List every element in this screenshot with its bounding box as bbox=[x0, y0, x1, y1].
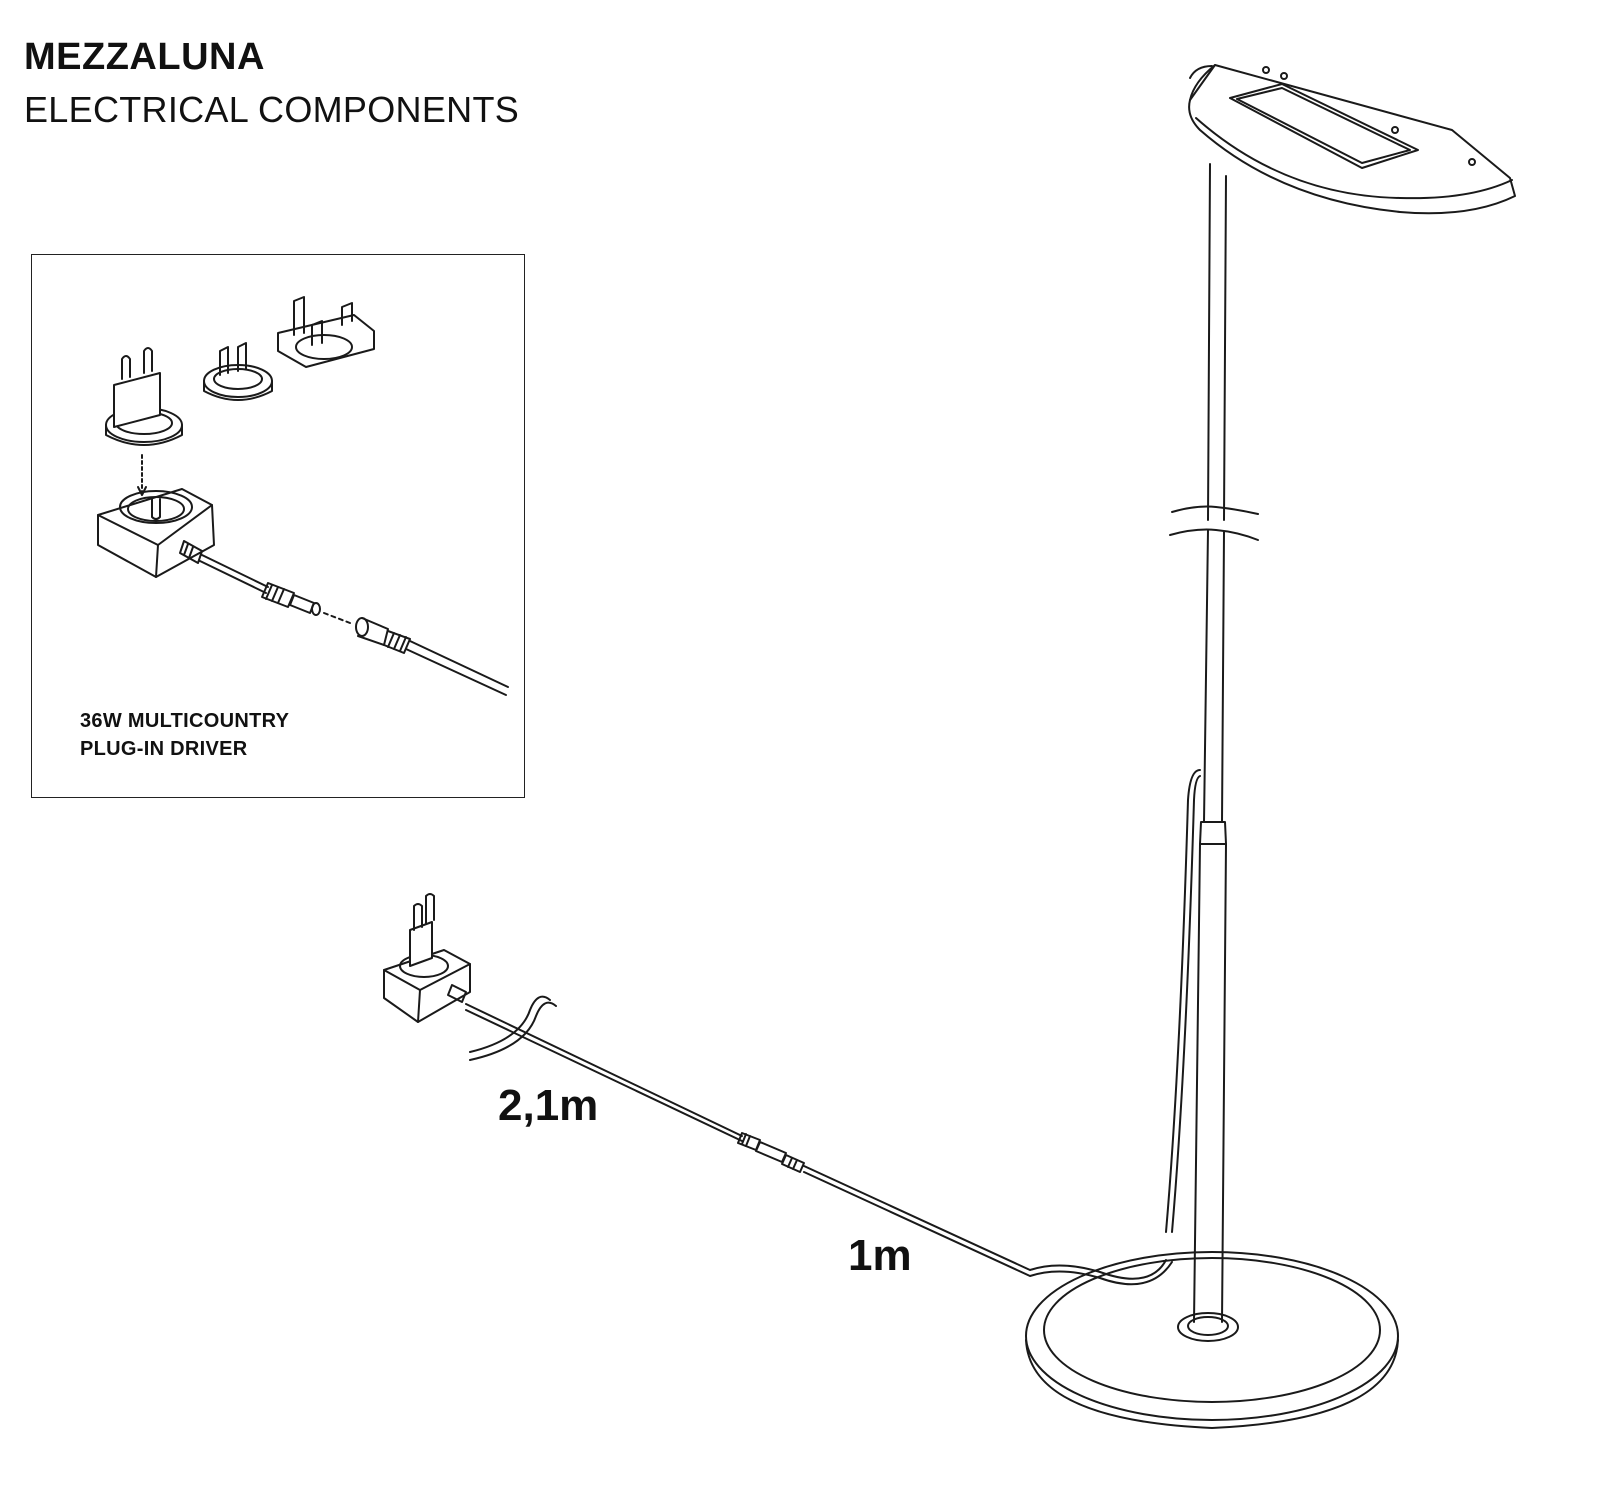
eu-plug-adapter bbox=[106, 348, 182, 445]
lamp-stem-upper bbox=[1170, 164, 1258, 822]
female-dc-connector bbox=[356, 618, 410, 653]
lamp-base bbox=[1026, 1252, 1398, 1428]
plug-in-driver bbox=[98, 489, 214, 577]
stem-cable bbox=[1166, 770, 1200, 1232]
page-title: MEZZALUNA bbox=[24, 36, 265, 78]
driver-inset-panel: 36W MULTICOUNTRY PLUG-IN DRIVER bbox=[31, 254, 525, 798]
driver-small bbox=[384, 894, 470, 1022]
inline-connector bbox=[738, 1133, 804, 1172]
floor-cable bbox=[466, 1004, 1166, 1279]
lamp-cable-length: 1m bbox=[848, 1231, 912, 1280]
driver-label-line2: PLUG-IN DRIVER bbox=[80, 738, 248, 760]
uk-plug-adapter bbox=[278, 297, 374, 367]
lamp-stem-lower bbox=[1194, 822, 1226, 1322]
page-subtitle: ELECTRICAL COMPONENTS bbox=[24, 89, 520, 130]
male-dc-connector bbox=[262, 583, 320, 615]
driver-inset-drawing bbox=[32, 255, 526, 799]
driver-label-line1: 36W MULTICOUNTRY bbox=[80, 710, 290, 732]
driver-cable-length: 2,1m bbox=[498, 1081, 599, 1130]
lamp-head bbox=[1189, 65, 1515, 213]
driver-label: 36W MULTICOUNTRY PLUG-IN DRIVER bbox=[80, 707, 289, 763]
us-plug-adapter bbox=[204, 343, 272, 400]
